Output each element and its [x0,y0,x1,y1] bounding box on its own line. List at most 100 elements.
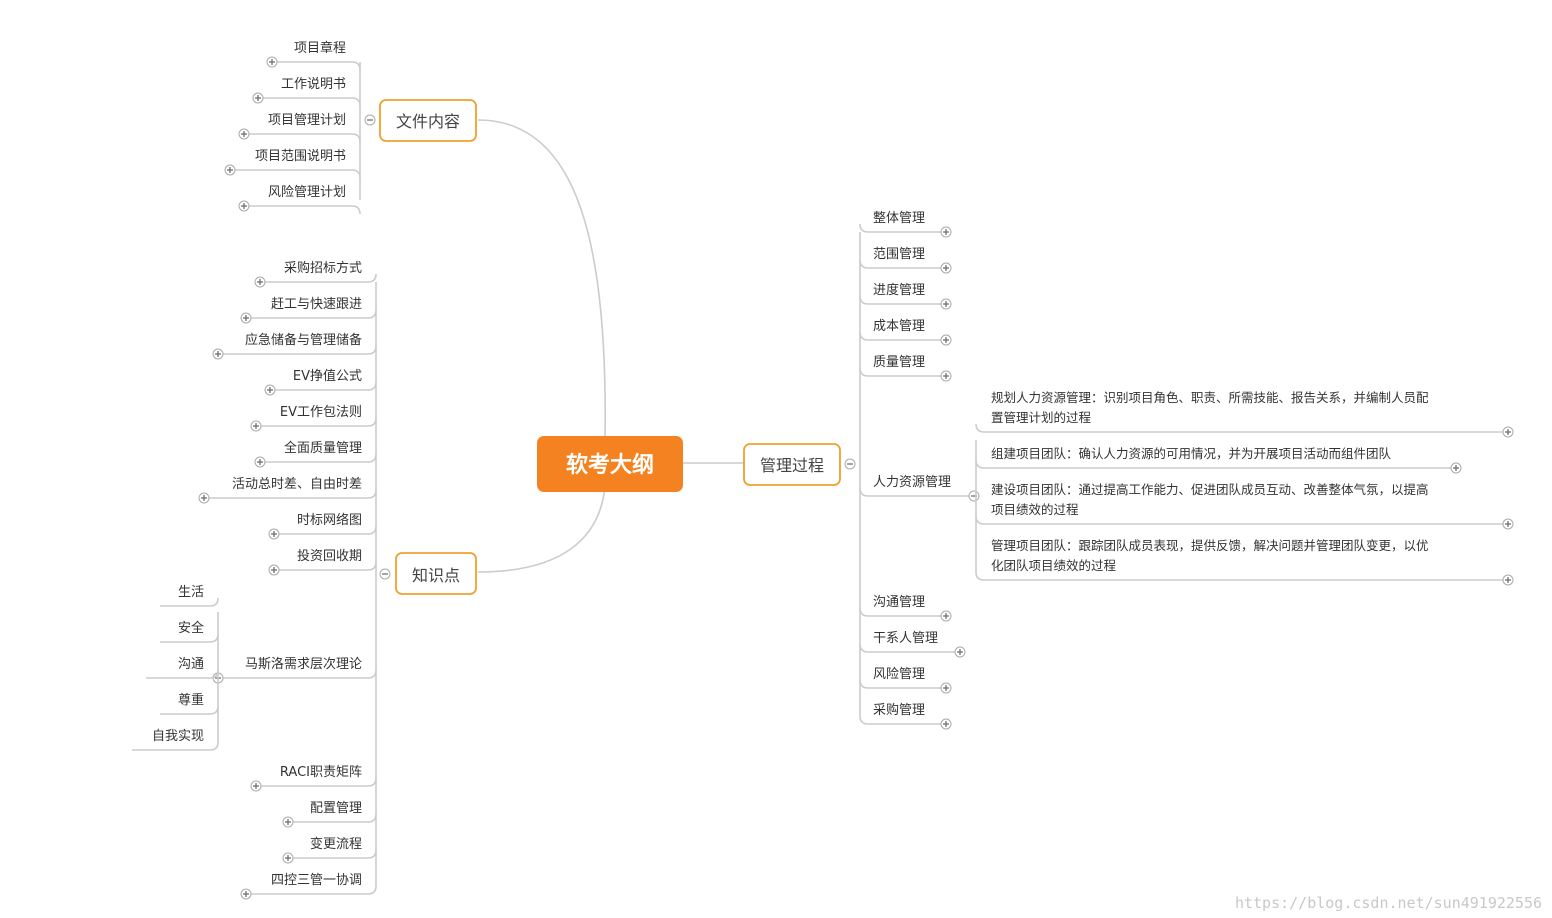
process-collapse-icon[interactable] [844,458,856,470]
documents-item-label[interactable]: 项目章程 [294,40,346,56]
process-item-expand-icon[interactable] [940,610,952,622]
knowledge-item-underline [260,453,377,463]
knowledge-item-underline [288,813,377,823]
knowledge-item-expand-icon[interactable] [254,456,266,468]
root-node[interactable] [537,436,683,492]
knowledge-item-label[interactable]: 投资回收期 [297,548,362,564]
documents-item-underline [272,61,361,71]
process-node[interactable] [743,443,841,486]
process-item-expand-icon[interactable] [940,262,952,274]
knowledge-item-underline [260,273,377,283]
knowledge-item-underline [288,849,377,859]
knowledge-item-label[interactable]: 应急储备与管理储备 [245,332,362,348]
maslow-item-underline [160,705,219,715]
process-item-label[interactable]: 沟通管理 [873,595,925,610]
hr-item-expand-icon[interactable] [1502,574,1514,586]
process-item-underline [859,487,974,497]
knowledge-item-expand-icon[interactable] [268,564,280,576]
documents-node-label[interactable]: 文件内容 [396,112,460,131]
knowledge-item-expand-icon[interactable] [264,384,276,396]
documents-node[interactable] [379,99,477,142]
knowledge-item-label[interactable]: RACI职责矩阵 [280,765,362,780]
documents-item-expand-icon[interactable] [224,164,236,176]
hr-item-label[interactable]: 建设项目团队：通过提高工作能力、促进团队成员互动、改善整体气氛，以提高项目绩效的… [991,482,1429,517]
hr-collapse-icon[interactable] [968,490,980,502]
hr-item-expand-icon[interactable] [1450,462,1462,474]
knowledge-item-underline [246,885,377,895]
knowledge-item-expand-icon[interactable] [282,816,294,828]
knowledge-item-label[interactable]: 四控三管一协调 [271,873,362,888]
process-item-label[interactable]: 干系人管理 [873,631,938,646]
knowledge-item-expand-icon[interactable] [198,492,210,504]
knowledge-item-label[interactable]: 马斯洛需求层次理论 [245,656,362,672]
process-item-label[interactable]: 人力资源管理 [873,475,951,490]
knowledge-item-expand-icon[interactable] [212,348,224,360]
knowledge-item-label[interactable]: 活动总时差、自由时差 [232,477,362,492]
knowledge-item-expand-icon[interactable] [250,780,262,792]
connector-root-to-documents [477,119,607,441]
knowledge-item-expand-icon[interactable] [282,852,294,864]
knowledge-node-label[interactable]: 知识点 [412,566,460,585]
hr-item-expand-icon[interactable] [1502,426,1514,438]
process-item-underline [859,259,946,269]
process-item-label[interactable]: 风险管理 [873,667,925,682]
process-item-expand-icon[interactable] [940,334,952,346]
documents-item-label[interactable]: 工作说明书 [281,77,346,92]
knowledge-item-label[interactable]: 时标网络图 [297,512,362,528]
maslow-item-label[interactable]: 安全 [178,620,204,636]
root-node-label[interactable]: 软考大纲 [566,452,654,478]
hr-item-label[interactable]: 组建项目团队：确认人力资源的可用情况，并为开展项目活动而组件团队组建项目团队：确… [991,446,1392,461]
process-item-expand-icon[interactable] [954,646,966,658]
hr-item-label[interactable]: 规划人力资源管理：识别项目角色、职责、所需技能、报告关系，并编制人员配置管理计划… [991,390,1429,425]
hr-item-label[interactable]: 管理项目团队：跟踪团队成员表现，提供反馈，解决问题并管理团队变更，以优化团队项目… [991,538,1429,573]
documents-item-expand-icon[interactable] [266,56,278,68]
process-item-expand-icon[interactable] [940,298,952,310]
documents-item-label[interactable]: 项目范围说明书 [255,149,346,164]
knowledge-node[interactable] [395,552,477,595]
knowledge-item-underline [246,309,377,319]
knowledge-item-expand-icon[interactable] [250,420,262,432]
process-item-label[interactable]: 进度管理 [873,282,925,298]
knowledge-item-expand-icon[interactable] [254,276,266,288]
documents-item-label[interactable]: 项目管理计划 [268,113,346,128]
knowledge-item-expand-icon[interactable] [240,312,252,324]
documents-item-label[interactable]: 风险管理计划 [268,185,346,200]
process-item-expand-icon[interactable] [940,226,952,238]
knowledge-collapse-icon[interactable] [379,568,391,580]
process-item-label[interactable]: 质量管理 [873,355,925,370]
documents-collapse-icon[interactable] [364,114,376,126]
knowledge-item-label[interactable]: EV挣值公式 [293,368,362,384]
knowledge-item-label[interactable]: 全面质量管理 [284,440,362,456]
knowledge-item-label[interactable]: 变更流程 [310,836,362,852]
knowledge-item-corner [367,669,377,679]
process-item-underline [859,715,946,725]
maslow-item-label[interactable]: 生活 [178,585,204,600]
process-item-label[interactable]: 整体管理 [873,211,925,226]
knowledge-item-expand-icon[interactable] [240,888,252,900]
knowledge-item-label[interactable]: EV工作包法则 [280,405,362,420]
maslow-item-label[interactable]: 沟通 [178,657,204,672]
documents-item-expand-icon[interactable] [238,200,250,212]
process-item-expand-icon[interactable] [940,370,952,382]
maslow-item-label[interactable]: 尊重 [178,692,204,708]
knowledge-item-underline [204,489,377,499]
process-item-label[interactable]: 成本管理 [873,319,925,334]
hr-item-expand-icon[interactable] [1502,518,1514,530]
maslow-item-label[interactable]: 自我实现 [152,729,204,744]
maslow-item-underline [160,633,219,643]
knowledge-item-expand-icon[interactable] [268,528,280,540]
process-item-expand-icon[interactable] [940,718,952,730]
process-item-underline [859,679,946,689]
process-item-underline [859,367,946,377]
knowledge-item-label[interactable]: 赶工与快速跟进 [271,297,362,312]
documents-item-expand-icon[interactable] [238,128,250,140]
process-node-label[interactable]: 管理过程 [760,456,824,475]
documents-item-expand-icon[interactable] [252,92,264,104]
knowledge-item-label[interactable]: 采购招标方式 [284,260,362,276]
knowledge-item-label[interactable]: 配置管理 [310,801,362,816]
watermark: https://blog.csdn.net/sun491922556 [1234,894,1542,912]
process-item-expand-icon[interactable] [940,682,952,694]
process-item-label[interactable]: 范围管理 [873,247,925,262]
process-item-label[interactable]: 采购管理 [873,702,925,718]
